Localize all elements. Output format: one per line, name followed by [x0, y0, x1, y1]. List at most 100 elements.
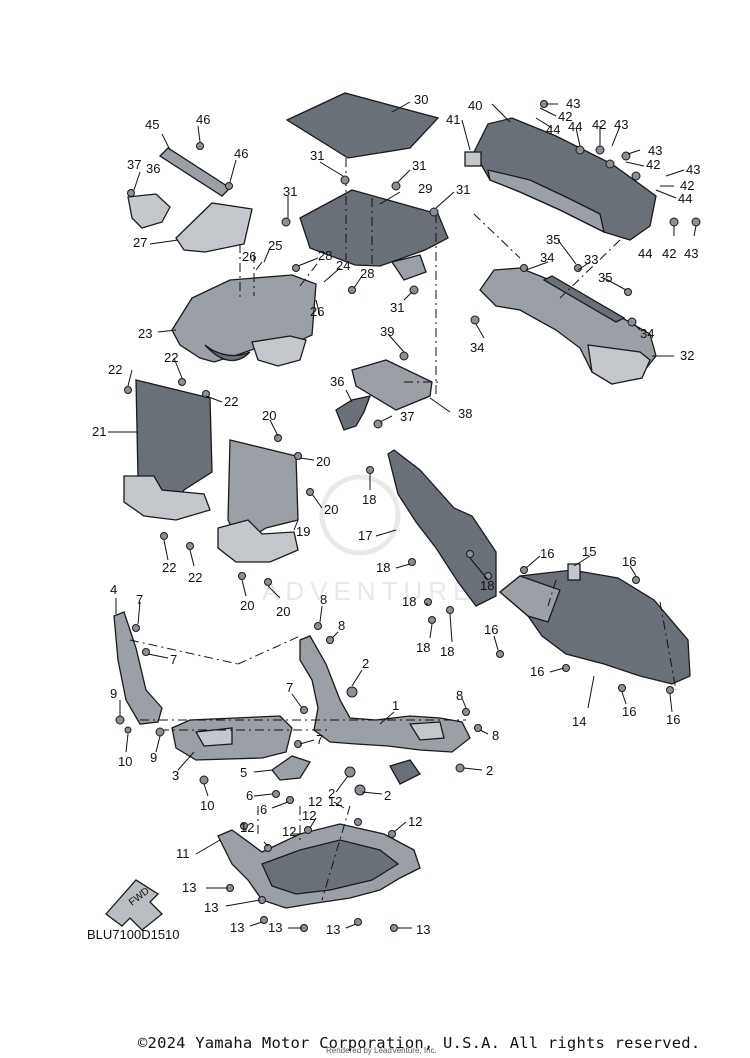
- callouts: 30 45 46 46 37 36 27 31 31 31 31 29 25 2…: [92, 92, 700, 937]
- callout-16: 16: [484, 622, 498, 637]
- callout-4: 4: [110, 582, 117, 597]
- callout-33: 33: [584, 252, 598, 267]
- callout-29: 29: [418, 181, 432, 196]
- callout-41: 41: [446, 112, 460, 127]
- callout-20: 20: [276, 604, 290, 619]
- part-4-post: [113, 611, 163, 725]
- callout-5: 5: [240, 765, 247, 780]
- callout-1: 1: [392, 698, 399, 713]
- callout-34: 34: [640, 326, 654, 341]
- callout-25: 25: [268, 238, 282, 253]
- diagram-code: BLU7100D1510: [87, 927, 180, 942]
- callout-42: 42: [558, 109, 572, 124]
- callout-19: 19: [296, 524, 310, 539]
- callout-20: 20: [324, 502, 338, 517]
- part-29-mat: [299, 189, 449, 267]
- callout-6: 6: [260, 802, 267, 817]
- callout-18: 18: [402, 594, 416, 609]
- callout-36: 36: [146, 161, 160, 176]
- callout-3: 3: [172, 768, 179, 783]
- callout-44: 44: [546, 122, 560, 137]
- callout-46: 46: [196, 112, 210, 127]
- callout-43: 43: [686, 162, 700, 177]
- callout-20: 20: [316, 454, 330, 469]
- part-36-scoop: [335, 395, 372, 431]
- callout-9: 9: [150, 750, 157, 765]
- callout-8: 8: [338, 618, 345, 633]
- part-36-panel: [127, 193, 171, 229]
- callout-9: 9: [110, 686, 117, 701]
- part-17-guard: [387, 449, 497, 607]
- leader-lines: [108, 101, 697, 929]
- part-30-mat: [285, 92, 440, 159]
- callout-37: 37: [400, 409, 414, 424]
- callout-15: 15: [582, 544, 596, 559]
- callout-31: 31: [390, 300, 404, 315]
- callout-28: 28: [318, 248, 332, 263]
- part-27-panel: [175, 202, 253, 253]
- callout-22: 22: [224, 394, 238, 409]
- callout-20: 20: [262, 408, 276, 423]
- callout-31: 31: [412, 158, 426, 173]
- callout-22: 22: [188, 570, 202, 585]
- callout-44: 44: [678, 191, 692, 206]
- callout-26: 26: [242, 249, 256, 264]
- callout-14: 14: [572, 714, 586, 729]
- callout-42: 42: [592, 117, 606, 132]
- callout-34: 34: [540, 250, 554, 265]
- part-15-clip: [567, 563, 581, 581]
- callout-13: 13: [416, 922, 430, 937]
- callout-12: 12: [408, 814, 422, 829]
- callout-37: 37: [127, 157, 141, 172]
- callout-10: 10: [200, 798, 214, 813]
- watermark: ADVENTURE: [262, 474, 476, 606]
- callout-43: 43: [648, 143, 662, 158]
- callout-2: 2: [328, 786, 335, 801]
- centerlines: [129, 158, 677, 901]
- callout-7: 7: [316, 732, 323, 747]
- rendered-by-credit: Rendered by LeadVenture, Inc.: [326, 1046, 437, 1055]
- callout-31: 31: [310, 148, 324, 163]
- callout-7: 7: [136, 592, 143, 607]
- callout-32: 32: [680, 348, 694, 363]
- callout-18: 18: [376, 560, 390, 575]
- callout-16: 16: [622, 554, 636, 569]
- callout-46: 46: [234, 146, 248, 161]
- callout-11: 11: [176, 846, 190, 861]
- part-45-bar: [158, 147, 232, 197]
- callout-30: 30: [414, 92, 428, 107]
- callout-18: 18: [440, 644, 454, 659]
- callout-7: 7: [170, 652, 177, 667]
- callout-39: 39: [380, 324, 394, 339]
- callout-24: 24: [336, 258, 350, 273]
- callout-16: 16: [540, 546, 554, 561]
- callout-22: 22: [164, 350, 178, 365]
- callout-31: 31: [283, 184, 297, 199]
- callout-18: 18: [480, 578, 494, 593]
- callout-2: 2: [486, 763, 493, 778]
- callout-22: 22: [108, 362, 122, 377]
- callout-8: 8: [456, 688, 463, 703]
- callout-13: 13: [326, 922, 340, 937]
- callout-42: 42: [662, 246, 676, 261]
- callout-12: 12: [308, 794, 322, 809]
- callout-16: 16: [622, 704, 636, 719]
- callout-2: 2: [384, 788, 391, 803]
- callout-43: 43: [614, 117, 628, 132]
- callout-34: 34: [470, 340, 484, 355]
- callout-44: 44: [568, 119, 582, 134]
- callout-27: 27: [133, 235, 147, 250]
- callout-36: 36: [330, 374, 344, 389]
- callout-13: 13: [182, 880, 196, 895]
- callout-23: 23: [138, 326, 152, 341]
- callout-8: 8: [320, 592, 327, 607]
- callout-43: 43: [566, 96, 580, 111]
- svg-text:ADVENTURE: ADVENTURE: [262, 576, 476, 606]
- callout-16: 16: [530, 664, 544, 679]
- callout-22: 22: [162, 560, 176, 575]
- callout-16: 16: [666, 712, 680, 727]
- callout-13: 13: [268, 920, 282, 935]
- part-38-panel: [351, 359, 433, 411]
- callout-26: 26: [310, 304, 324, 319]
- callout-8: 8: [492, 728, 499, 743]
